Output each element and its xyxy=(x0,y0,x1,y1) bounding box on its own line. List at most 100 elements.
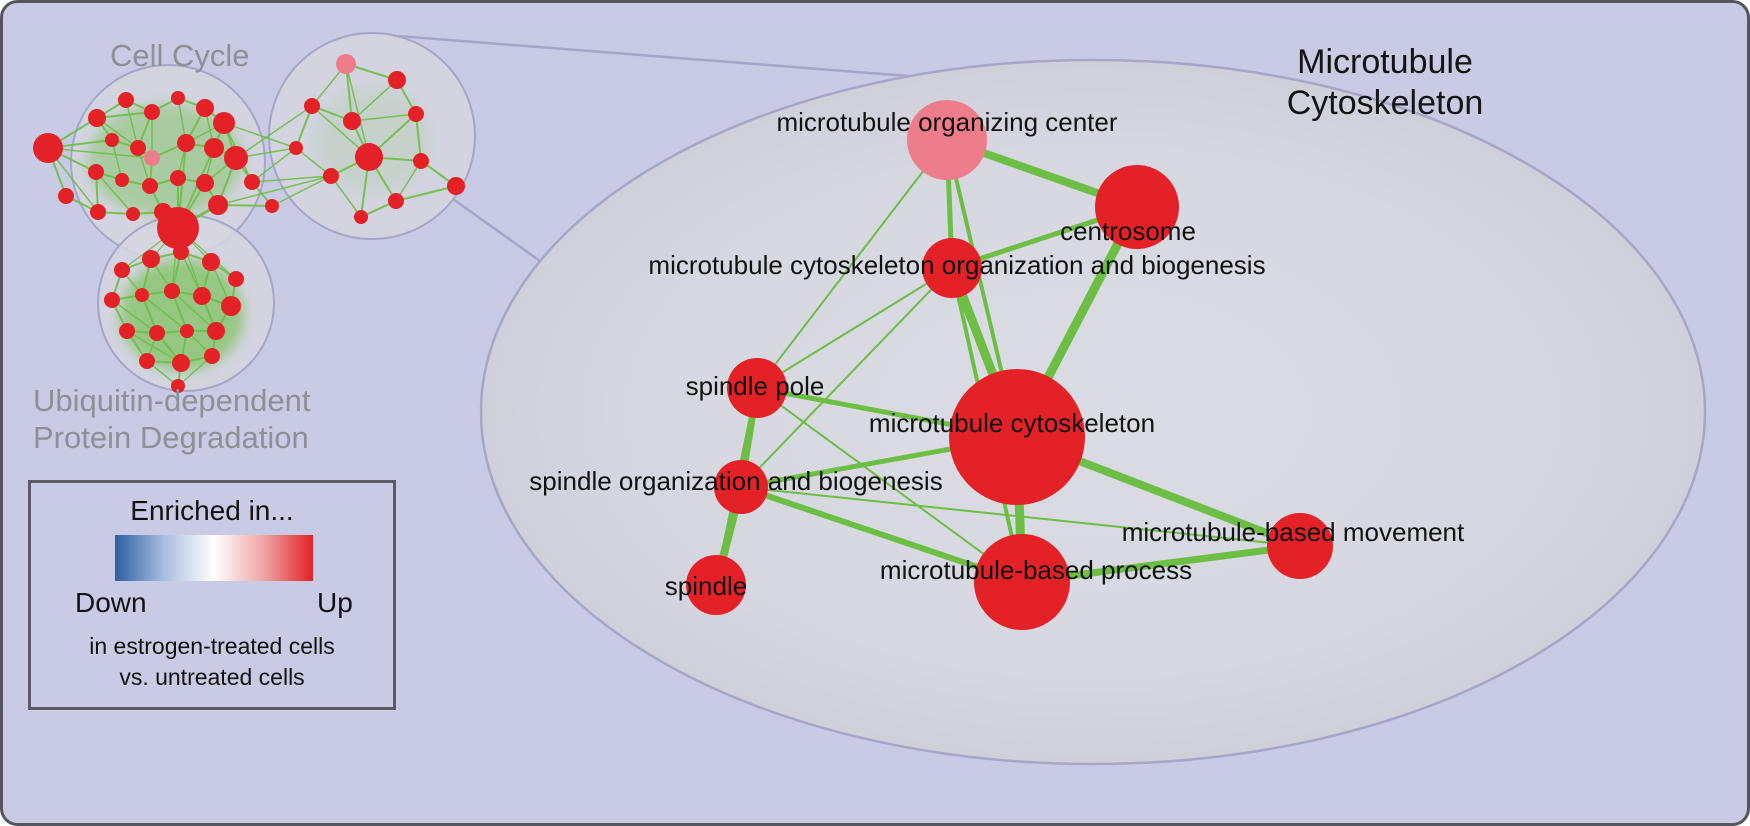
zoom-connector-line xyxy=(452,197,541,263)
minimap-node xyxy=(144,104,160,120)
minimap-node xyxy=(204,138,224,158)
minimap-node xyxy=(171,91,185,105)
minimap-node xyxy=(164,283,180,299)
minimap-edge xyxy=(217,175,332,206)
minimap-node xyxy=(408,106,424,122)
node-label: centrosome xyxy=(1060,216,1196,246)
zoom-ellipse-boundary xyxy=(479,58,1707,766)
minimap-node xyxy=(114,262,130,278)
minimap-node xyxy=(105,133,119,147)
minimap-edge xyxy=(330,175,362,218)
legend-down-label: Down xyxy=(75,587,147,618)
cluster-label-cell-cycle: Cell Cycle xyxy=(110,38,250,73)
minimap-node xyxy=(204,348,220,364)
node-label: microtubule-based movement xyxy=(1122,517,1465,547)
minimap-node xyxy=(447,177,465,195)
minimap-node xyxy=(119,323,135,339)
minimap-edge xyxy=(223,122,297,149)
minimap-edge xyxy=(141,294,188,332)
legend-caption-line1: in estrogen-treated cells xyxy=(89,633,335,659)
minimap-node xyxy=(343,112,361,130)
edge xyxy=(740,486,1301,547)
legend-title: Enriched in... xyxy=(130,495,294,526)
legend-caption: in estrogen-treated cells vs. untreated … xyxy=(31,631,393,693)
minimap-node xyxy=(265,199,279,213)
main-network-nodes xyxy=(686,100,1333,630)
node xyxy=(1267,513,1333,579)
minimap-node xyxy=(149,325,165,341)
cluster-label-microtubule-cytoskeleton: Microtubule Cytoskeleton xyxy=(1235,42,1535,124)
minimap-edge xyxy=(345,63,370,158)
minimap-node xyxy=(323,168,339,184)
zoom-ellipse xyxy=(479,58,1707,766)
minimap-node xyxy=(172,354,190,372)
minimap-node xyxy=(173,244,189,260)
minimap-edge xyxy=(235,105,313,159)
minimap-node xyxy=(171,379,185,393)
cluster-label-ubiquitin: Ubiquitin-dependent Protein Degradation xyxy=(33,382,311,456)
minimap-node xyxy=(90,204,106,220)
node-label: spindle pole xyxy=(686,371,825,401)
minimap-edge xyxy=(351,113,417,122)
node xyxy=(949,369,1085,505)
minimap-node xyxy=(244,174,260,190)
minimap-edge xyxy=(126,330,182,364)
minimap-node xyxy=(144,150,160,166)
minimap-node xyxy=(88,109,106,127)
minimap-node xyxy=(413,153,429,169)
minimap-node xyxy=(88,164,104,180)
node xyxy=(922,238,982,298)
minimap-node xyxy=(180,324,194,338)
node xyxy=(974,534,1070,630)
minimap-node xyxy=(388,193,404,209)
minimap-edge xyxy=(251,175,332,183)
minimap-node xyxy=(354,210,368,224)
minimap-node xyxy=(207,322,225,340)
minimap-node xyxy=(104,292,120,308)
minimap-node xyxy=(177,134,195,152)
edge xyxy=(756,267,953,389)
minimap-node xyxy=(289,141,303,155)
minimap-node xyxy=(130,140,146,156)
minimap-node xyxy=(193,287,211,305)
minimap-edge xyxy=(351,79,398,122)
minimap-node xyxy=(355,143,383,171)
node-label: microtubule organizing center xyxy=(776,107,1117,137)
minimap-node xyxy=(170,170,186,186)
minimap-node xyxy=(33,133,63,163)
minimap-node xyxy=(388,71,406,89)
zoom-connector-line xyxy=(397,34,909,78)
minimap-edge xyxy=(251,147,297,183)
minimap-node xyxy=(142,250,160,268)
minimap-node xyxy=(221,296,241,316)
minimap-node xyxy=(58,188,74,204)
ubiquitin-label-line2: Protein Degradation xyxy=(33,420,309,455)
minimap-edge xyxy=(171,290,217,332)
main-network-labels: microtubule organizing center centrosome m… xyxy=(529,107,1465,601)
minimap-edge xyxy=(125,99,139,149)
ubiquitin-label-line1: Ubiquitin-dependent xyxy=(33,383,311,418)
minimap-node xyxy=(157,207,199,249)
minimap-node xyxy=(142,178,158,194)
node-label: spindle organization and biogenesis xyxy=(529,466,942,496)
minimap-node xyxy=(139,353,155,369)
node xyxy=(686,555,746,615)
node xyxy=(714,460,768,514)
node xyxy=(727,358,787,418)
minimap-node xyxy=(336,54,356,74)
minimap-node xyxy=(118,92,134,108)
edge xyxy=(756,139,948,389)
minimap-node xyxy=(213,112,235,134)
legend-box: Enriched in... Down Up in estrogen-treat… xyxy=(28,480,396,710)
minimap-edge xyxy=(47,147,153,159)
minimap-edge xyxy=(271,175,332,207)
minimap-node xyxy=(202,253,220,271)
main-title-line1: Microtubule xyxy=(1297,43,1473,81)
minimap-node xyxy=(196,174,214,192)
minimap-nodes xyxy=(33,54,465,393)
zoom-connector-lines xyxy=(397,34,909,263)
legend-gradient-bar xyxy=(115,535,313,581)
minimap-node xyxy=(304,98,320,114)
